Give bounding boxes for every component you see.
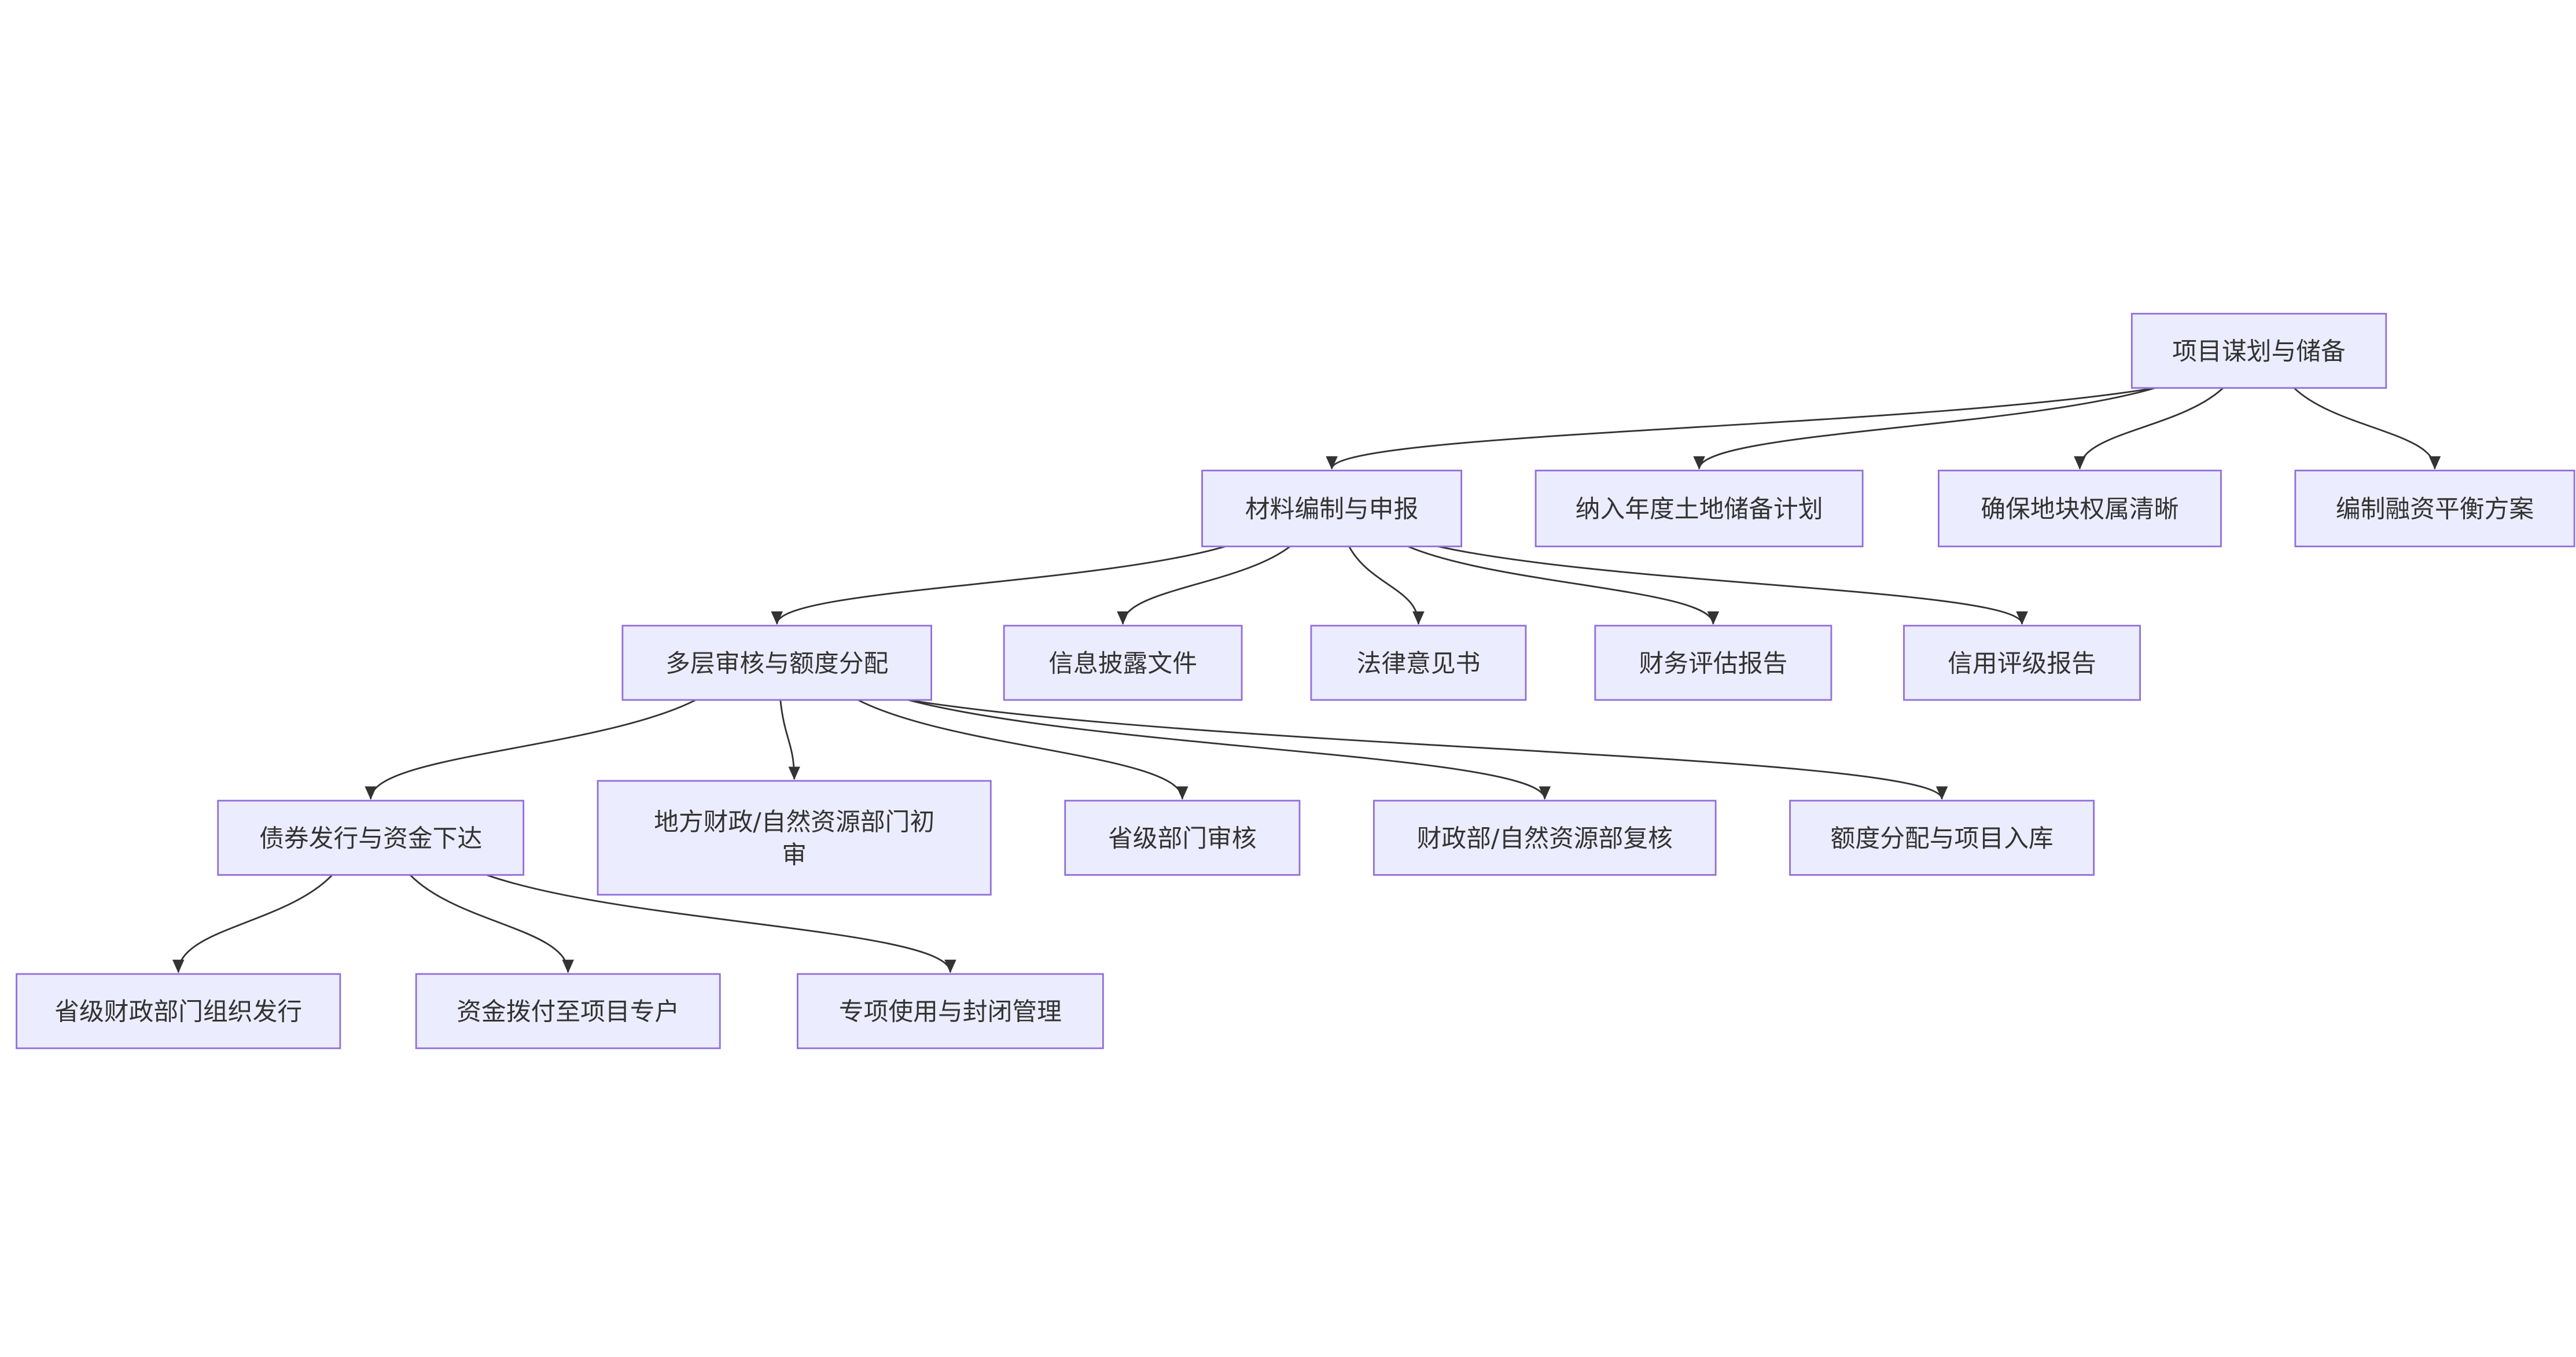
node-box	[1064, 799, 1301, 876]
node-label: 编制融资平衡方案	[2336, 495, 2534, 524]
flow-node-ownership: 确保地块权属清晰	[1937, 469, 2222, 548]
node-label: 财政部/自然资源部复核	[1417, 824, 1673, 853]
flow-node-materials: 材料编制与申报	[1201, 469, 1463, 548]
node-label-line: 资金拨付至项目专户	[457, 998, 679, 1027]
edge-materials-credit	[1438, 545, 2028, 625]
node-box	[796, 973, 1104, 1049]
edge-bond-closed	[486, 874, 956, 974]
edge-materials-financeeval	[1407, 545, 1720, 625]
node-label: 省级部门审核	[1108, 824, 1257, 853]
edge-materials-disclosure	[1117, 545, 1291, 625]
node-label-line: 财政部/自然资源部复核	[1417, 824, 1673, 853]
node-box	[217, 799, 525, 876]
node-label-line: 纳入年度土地储备计划	[1576, 495, 1823, 524]
node-label-line: 财务评估报告	[1639, 650, 1787, 679]
node-label-line: 省级部门审核	[1108, 824, 1257, 853]
node-label-line: 确保地块权属清晰	[1981, 495, 2178, 524]
flow-node-provincial: 省级部门审核	[1064, 799, 1301, 876]
node-label-line: 债券发行与资金下达	[259, 824, 482, 853]
flow-node-review: 多层审核与额度分配	[621, 625, 932, 701]
node-box	[1201, 469, 1463, 548]
edge-review-provincial	[858, 699, 1188, 800]
node-label-line: 额度分配与项目入库	[1831, 824, 2054, 853]
node-label: 专项使用与封闭管理	[839, 998, 1062, 1027]
node-label: 额度分配与项目入库	[1831, 824, 2054, 853]
node-label-line: 多层审核与额度分配	[665, 650, 888, 679]
node-box	[621, 625, 932, 701]
node-box	[16, 973, 341, 1049]
node-box	[1372, 799, 1717, 876]
node-label: 材料编制与申报	[1245, 495, 1419, 524]
flow-node-plan: 项目谋划与储备	[2130, 312, 2387, 389]
flow-node-transfer: 资金拨付至项目专户	[415, 973, 721, 1049]
edge-plan-ownership	[2074, 387, 2224, 470]
node-label-line: 专项使用与封闭管理	[839, 998, 1062, 1027]
edge-materials-legal	[1348, 546, 1425, 625]
node-label: 财务评估报告	[1639, 650, 1787, 679]
node-label: 债券发行与资金下达	[259, 824, 482, 853]
edge-review-mof	[908, 699, 1551, 800]
node-label-line: 法律意见书	[1356, 650, 1480, 679]
node-box	[2294, 469, 2575, 548]
edge-plan-financing	[2293, 387, 2441, 470]
flow-node-legal: 法律意见书	[1310, 625, 1527, 701]
edge-bond-issue	[172, 874, 333, 974]
node-box	[1003, 625, 1243, 701]
edge-review-localreview	[779, 699, 800, 780]
flow-node-financeeval: 财务评估报告	[1594, 625, 1832, 701]
node-label-line: 信息披露文件	[1048, 650, 1197, 679]
edge-review-bond	[365, 699, 696, 800]
flow-node-disclosure: 信息披露文件	[1003, 625, 1243, 701]
node-box	[1534, 469, 1864, 548]
edge-plan-materials	[1326, 387, 2155, 470]
node-label: 纳入年度土地储备计划	[1576, 495, 1823, 524]
flow-node-credit: 信用评级报告	[1903, 625, 2141, 701]
node-box	[415, 973, 721, 1049]
edge-bond-transfer	[409, 874, 574, 974]
node-label: 信息披露文件	[1048, 650, 1197, 679]
node-box	[597, 780, 992, 896]
edge-materials-review	[771, 545, 1226, 625]
edge-review-quota	[908, 699, 1948, 800]
node-label-line: 地方财政/自然资源部门初	[654, 808, 934, 837]
node-box	[1789, 799, 2095, 876]
node-label-line: 项目谋划与储备	[2172, 337, 2346, 366]
flow-node-mof: 财政部/自然资源部复核	[1372, 799, 1717, 876]
node-label: 法律意见书	[1356, 650, 1480, 679]
node-label: 确保地块权属清晰	[1981, 495, 2178, 524]
node-box	[1903, 625, 2141, 701]
flow-node-issue: 省级财政部门组织发行	[16, 973, 341, 1049]
flow-node-localreview: 地方财政/自然资源部门初审	[597, 780, 992, 896]
node-box	[1594, 625, 1832, 701]
node-label-line: 省级财政部门组织发行	[54, 998, 302, 1027]
flow-node-quota: 额度分配与项目入库	[1789, 799, 2095, 876]
flow-node-financing: 编制融资平衡方案	[2294, 469, 2575, 548]
flow-node-closed: 专项使用与封闭管理	[796, 973, 1104, 1049]
node-label-line: 信用评级报告	[1948, 650, 2096, 679]
edge-plan-landplan	[1693, 387, 2155, 470]
node-label-line: 编制融资平衡方案	[2336, 495, 2534, 524]
node-box	[1937, 469, 2222, 548]
node-box	[1310, 625, 1527, 701]
node-label: 省级财政部门组织发行	[54, 998, 302, 1027]
flow-node-landplan: 纳入年度土地储备计划	[1534, 469, 1864, 548]
flow-node-bond: 债券发行与资金下达	[217, 799, 525, 876]
node-label: 信用评级报告	[1948, 650, 2096, 679]
node-label: 地方财政/自然资源部门初审	[654, 808, 934, 870]
node-label: 多层审核与额度分配	[665, 650, 888, 679]
node-label: 项目谋划与储备	[2172, 337, 2346, 366]
node-label: 资金拨付至项目专户	[457, 998, 679, 1027]
node-label-line: 审	[782, 841, 807, 870]
flow-edges	[172, 387, 2441, 974]
node-label-line: 材料编制与申报	[1245, 495, 1419, 524]
node-box	[2130, 312, 2387, 389]
